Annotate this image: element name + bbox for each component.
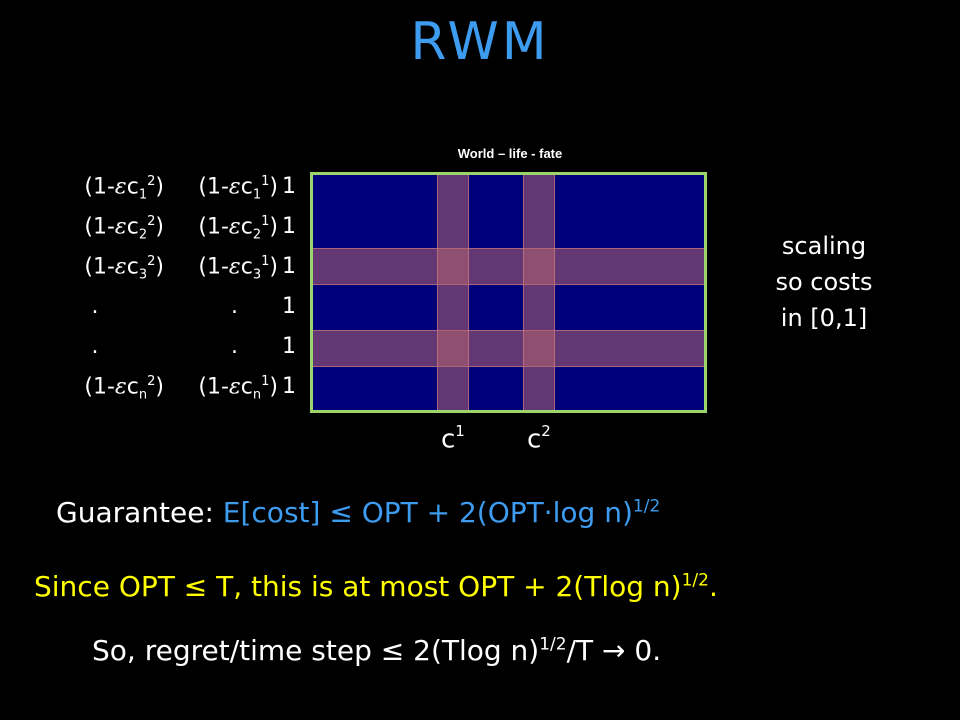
weight-cell: 1 (282, 214, 296, 239)
weight-cell: (1-εcn1) (198, 374, 278, 403)
scaling-note-line: scaling (781, 232, 867, 260)
guarantee-line: Guarantee: E[cost] ≤ OPT + 2(OPT·log n)1… (56, 496, 660, 529)
guarantee-label: Guarantee: (56, 496, 214, 529)
cost-row-band (313, 248, 704, 285)
scaling-note-line: in [0,1] (780, 304, 868, 332)
weight-cell: (1-εc12) (84, 174, 164, 203)
weight-cell: 1 (282, 254, 296, 279)
weight-cell: . (231, 294, 238, 319)
c1-label: c1 (441, 422, 465, 455)
cost-column-band-c1 (437, 175, 469, 410)
cost-column-band-c2 (523, 175, 555, 410)
scaling-note: scaling so costs in [0,1] (744, 228, 904, 336)
weight-cell: (1-εc21) (198, 214, 278, 243)
weight-cell: (1-εcn2) (84, 374, 164, 403)
weight-cell: (1-εc11) (198, 174, 278, 203)
so-line: So, regret/time step ≤ 2(Tlog n)1/2/T → … (92, 634, 662, 667)
scaling-note-line: so costs (775, 268, 873, 296)
weight-cell: (1-εc32) (84, 254, 164, 283)
slide-title: RWM (410, 12, 550, 72)
cost-row-band (313, 330, 704, 367)
world-grid (310, 172, 707, 413)
guarantee-formula: E[cost] ≤ OPT + 2(OPT·log n)1/2 (222, 496, 661, 529)
weight-cell: 1 (282, 294, 296, 319)
weight-cell: 1 (282, 174, 296, 199)
weight-cell: . (231, 334, 238, 359)
weight-cell: (1-εc22) (84, 214, 164, 243)
weight-cell: 1 (282, 374, 296, 399)
since-line: Since OPT ≤ T, this is at most OPT + 2(T… (34, 570, 718, 603)
c2-label: c2 (527, 422, 551, 455)
world-label: World – life - fate (457, 146, 563, 161)
weight-cell: 1 (282, 334, 296, 359)
weight-cell: . (91, 294, 99, 319)
weight-cell: . (91, 334, 99, 359)
weight-cell: (1-εc31) (198, 254, 278, 283)
